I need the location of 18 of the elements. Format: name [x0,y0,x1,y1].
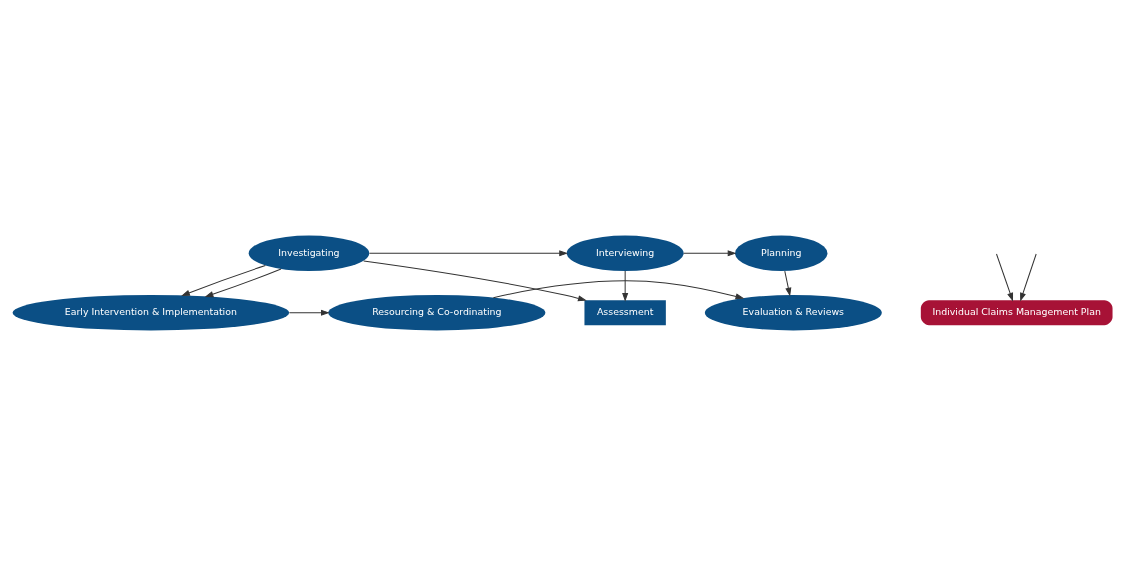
arrow [622,270,629,302]
node-box: Individual Claims Management Plan [920,299,1113,325]
node-box: Assessment [584,299,666,325]
arrow [683,249,737,256]
arrow [1020,253,1037,301]
arrow [288,309,330,316]
node-ellipse: Interviewing [566,235,684,271]
node-ellipse: Planning [735,235,828,271]
node-ellipse: Investigating [248,235,370,271]
arrow [369,249,568,256]
arrow [181,264,266,296]
arrow [492,279,745,299]
node-ellipse: Resourcing & Co-ordinating [328,294,546,330]
arrow [363,259,587,301]
arrow [996,253,1014,301]
arrow [784,270,792,297]
arrow [204,268,282,297]
node-ellipse: Early Intervention & Implementation [12,294,290,330]
